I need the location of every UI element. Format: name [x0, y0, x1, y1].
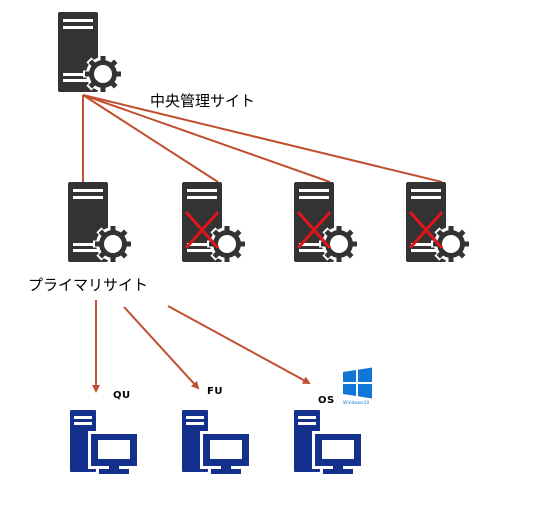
arrow-to-fu	[123, 306, 200, 390]
client-fu	[182, 410, 252, 474]
central-site-label: 中央管理サイト	[150, 92, 255, 110]
server-icon	[182, 182, 247, 264]
client-qu	[70, 410, 140, 474]
workstation-icon	[182, 410, 252, 474]
disabled-cross-icon	[296, 211, 332, 249]
client-label-os: OS	[318, 395, 335, 406]
primary-site-label: プライマリサイト	[28, 276, 148, 294]
primary-connectors	[92, 300, 311, 393]
central-site-server	[58, 12, 123, 94]
workstation-icon	[294, 410, 364, 474]
connector-line	[82, 94, 219, 183]
secondary-site-1	[182, 182, 247, 264]
client-os	[294, 410, 364, 474]
client-label-fu: FU	[207, 386, 223, 397]
server-icon	[406, 182, 471, 264]
windows-badge-text: Windows10	[343, 400, 369, 406]
server-icon	[68, 182, 133, 264]
secondary-site-3	[406, 182, 471, 264]
windows-logo-icon: Windows10	[343, 367, 372, 406]
server-icon	[294, 182, 359, 264]
primary-site-server	[68, 182, 133, 264]
connector-line	[82, 94, 443, 183]
secondary-site-2	[294, 182, 359, 264]
connector-line	[82, 94, 331, 183]
server-icon	[58, 12, 123, 94]
client-label-qu: QU	[113, 390, 131, 401]
workstation-icon	[70, 410, 140, 474]
disabled-cross-icon	[184, 211, 220, 249]
central-connectors	[82, 94, 443, 183]
arrow-to-os	[167, 305, 311, 384]
disabled-cross-icon	[408, 211, 444, 249]
